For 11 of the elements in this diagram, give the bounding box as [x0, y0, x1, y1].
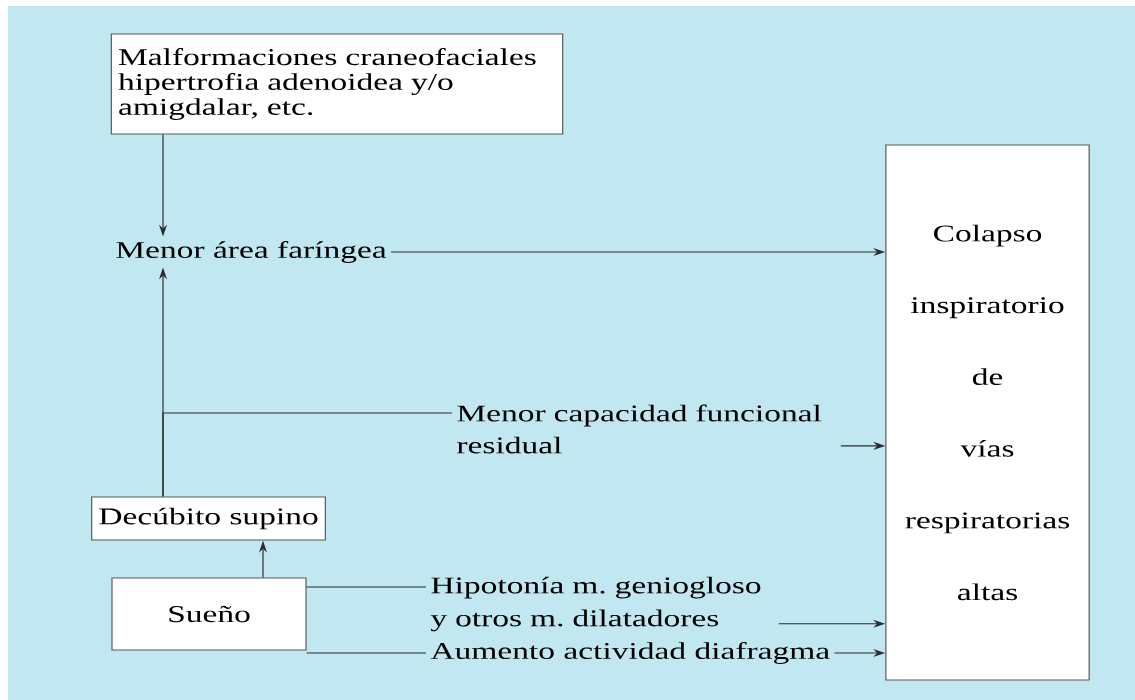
factor-label: Menor capacidad funcional residual — [457, 404, 822, 454]
connector-line — [162, 412, 453, 497]
connector-line — [306, 586, 427, 588]
connector-line — [306, 652, 427, 654]
factor-box: Sueño — [111, 577, 307, 651]
outcome-box: Colapso inspiratorio de vías respiratorias altas — [885, 144, 1090, 681]
factor-label: Hipotonía m. geniogloso y otros m. dilatadores — [430, 576, 761, 632]
cause-box: Malformaciones craneofaciales hipertrofia adenoidea y/o amigdalar, etc. — [110, 33, 564, 135]
factor-label: Menor área faríngea — [116, 241, 387, 263]
factor-label: Aumento actividad diafragma — [430, 642, 830, 664]
factor-box: Decúbito supino — [91, 496, 326, 541]
